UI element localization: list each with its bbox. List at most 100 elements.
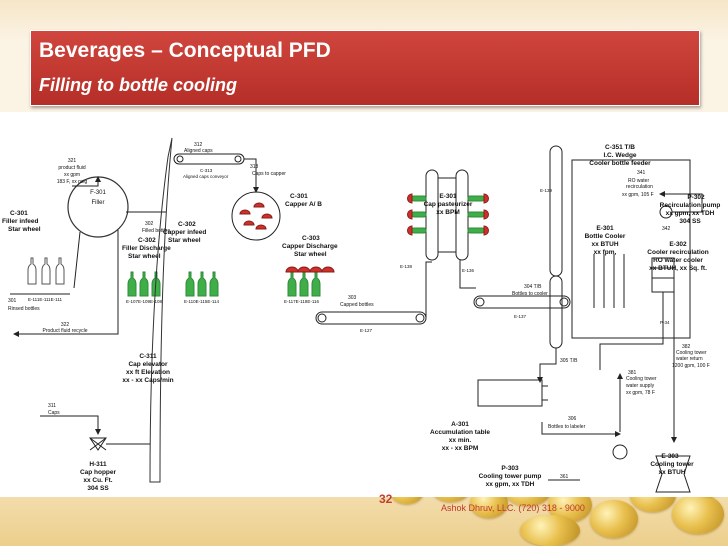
ref-e139: E-139 — [540, 188, 553, 193]
p302-line3: 304 SS — [679, 218, 701, 225]
line-303-to-pasteurizer — [425, 261, 432, 318]
bottles-capped — [285, 266, 335, 297]
stream-305: 305 T/B — [560, 358, 578, 364]
title-bar: Beverages – Conceptual PFD Filling to bo… — [30, 30, 700, 106]
c303-line2: Star wheel — [294, 251, 327, 258]
accumulation-table-a301 — [477, 379, 543, 407]
cooler-bottle-riser — [549, 275, 563, 349]
e301b-line3: xx fpm, — [594, 249, 617, 256]
e302-line2: RO water cooler — [653, 257, 703, 264]
stream-341-line3: xx gpm, 105 F — [622, 192, 654, 198]
sensors-c: E-110E-115E-114 — [184, 299, 220, 304]
a301-line2: xx min. — [449, 437, 472, 444]
c311-line1: Cap elevator — [128, 361, 167, 368]
bottle-cooler-e301 — [571, 159, 691, 339]
c351-line2: Cooler bottle feeder — [589, 160, 651, 167]
stream-381-line2: water supply — [626, 383, 655, 389]
line-313 — [244, 158, 259, 193]
p302-tag: P-302 — [687, 194, 705, 201]
page-number: 32 — [379, 492, 393, 506]
ref-e137: E-137 — [514, 314, 527, 319]
c311-line3: xx - xx Caps/min — [122, 377, 173, 384]
bottles-to-cooler-conveyor — [473, 295, 571, 309]
stream-382-line2: water return — [676, 356, 703, 362]
e302-line1: Cooler recirculation — [647, 249, 708, 256]
stream-312-tag: 312 — [194, 142, 203, 148]
stream-306-desc: Bottles to labeler — [548, 424, 586, 430]
f301-name: Filler — [92, 200, 105, 206]
p303-line1: Cooling tower pump — [479, 473, 542, 480]
c311-tag: C-311 — [139, 353, 157, 360]
stream-322-tag: 322 — [61, 322, 70, 328]
c302-capper-line1: Capper infeed — [163, 229, 206, 236]
conveyor-roller — [559, 297, 569, 307]
h311-tag: H-311 — [89, 461, 107, 468]
stream-382-line3: 1200 gpm, 100 F — [672, 363, 710, 369]
sensors-a: E-111E-111E-111 — [28, 297, 63, 302]
e301-line1: Cap pasteurizer — [424, 201, 473, 208]
conveyor-roller — [234, 155, 242, 163]
ref-e138: E-138 — [400, 264, 413, 269]
cooling-tower-e303 — [655, 455, 691, 493]
stream-302-tag: 302 — [145, 221, 154, 227]
c303-tag: C-303 — [302, 235, 320, 242]
c301-capper-tag: C-301 — [290, 193, 308, 200]
stream-303-desc: Capped bottles — [340, 302, 374, 308]
stream-321-cond: 183 F, xx psig — [57, 179, 88, 185]
capper-caps — [239, 202, 273, 230]
h311-line1: Cap hopper — [80, 469, 117, 476]
slide-title: Beverages – Conceptual PFD — [39, 39, 331, 62]
line-311 — [40, 415, 101, 435]
stream-304-desc: Bottles to cooler — [512, 291, 548, 297]
f301-tag: F-301 — [90, 190, 106, 196]
conveyor-roller — [317, 313, 327, 323]
pasteurizer-bottles-right — [467, 193, 489, 236]
stream-313-desc: Caps to capper — [252, 171, 286, 177]
line-382 — [599, 292, 664, 370]
c351-line1: I.C. Wedge — [603, 152, 636, 159]
line-301-to-filler — [73, 231, 81, 289]
bottles-capper-infeed — [185, 271, 219, 297]
slide-subtitle: Filling to bottle cooling — [39, 75, 237, 95]
stream-321-tag: 321 — [68, 158, 77, 164]
capped-bottles-conveyor — [315, 311, 427, 325]
line-341-return — [659, 191, 703, 213]
p303-tag: P-303 — [501, 465, 519, 472]
ref-e136: E-136 — [462, 268, 475, 273]
ref-p34: P-34 — [660, 320, 670, 325]
stream-304-tag: 304 T/B — [524, 284, 542, 290]
e301-tag: E-301 — [439, 193, 457, 200]
c301-tag: C-301 — [10, 210, 28, 217]
footer-credit: Ashok Dhruv, LLC. (720) 318 - 9000 — [441, 503, 585, 513]
h311-line3: 304 SS — [87, 485, 109, 492]
a301-tag: A-301 — [451, 421, 469, 428]
c301-capper-line1: Capper A/ B — [285, 201, 322, 208]
stream-306-tag: 306 — [568, 416, 577, 422]
a301-line3: xx - xx BPM — [442, 445, 479, 452]
p303-line2: xx gpm, xx TDH — [486, 481, 535, 488]
p302-line2: xx gpm, xx TDH — [666, 210, 715, 217]
coin-decoration — [590, 500, 638, 538]
c302-discharge-line1: Filler Discharge — [122, 245, 171, 252]
capper-c301 — [231, 191, 281, 241]
e303-line2: xx BTUH — [658, 469, 685, 476]
bottles-infeed — [27, 257, 65, 285]
c302-discharge-tag: C-302 — [138, 237, 156, 244]
line-322 — [13, 230, 119, 337]
cooler-bottle-feeder-c351 — [549, 145, 563, 277]
stream-381-line1: Cooling tower — [626, 376, 657, 382]
cooler-tubes — [593, 254, 625, 308]
stream-322-desc: Product fluid recycle — [42, 328, 87, 334]
pasteurizer-bottles-left — [407, 193, 427, 236]
ref-e127: E-127 — [360, 328, 373, 333]
sensors-b: E-107E-109E-108 — [126, 299, 163, 304]
line-306 — [541, 422, 621, 437]
cooling-tower-pump-p303 — [612, 444, 628, 460]
e302-tag: E-302 — [669, 241, 687, 248]
conveyor-roller — [475, 297, 485, 307]
stream-311-tag: 311 — [48, 403, 56, 409]
sensors-d: E-117E-118E-116 — [284, 299, 320, 304]
c302-capper-tag: C-302 — [178, 221, 196, 228]
e302-line3: xx BTUH, xx Sq. ft. — [649, 265, 707, 272]
coin-decoration — [672, 494, 724, 534]
